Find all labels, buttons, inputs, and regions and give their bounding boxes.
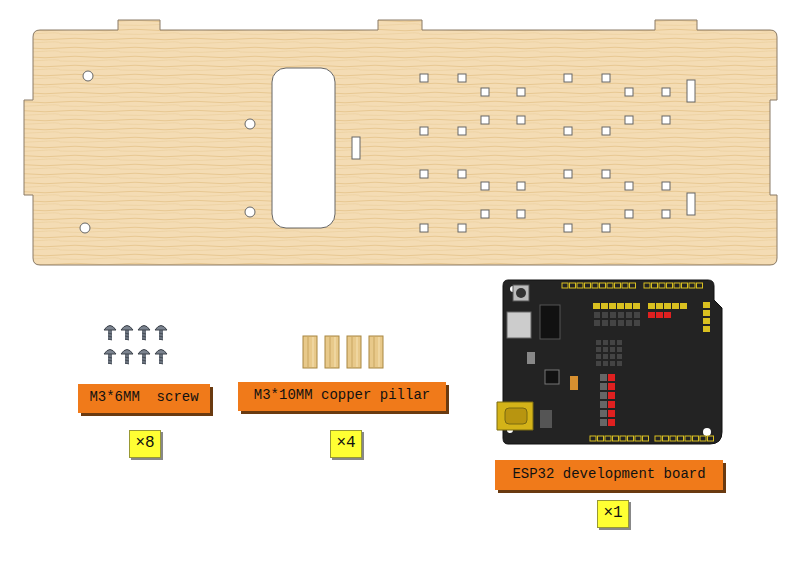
screw [138,326,150,341]
label-text: M3*10MM copper pillar [254,388,430,403]
square-hole [602,74,610,82]
square-hole [458,127,466,135]
square-hole [517,182,525,190]
square-hole [564,224,572,232]
square-hole [602,127,610,135]
quantity-badge: ×8 [129,430,161,458]
copper-pillar [303,336,317,368]
square-hole [625,182,633,190]
square-hole [420,224,428,232]
square-hole [517,116,525,124]
square-hole [481,182,489,190]
square-holes [420,74,670,232]
square-hole [602,170,610,178]
square-hole [481,88,489,96]
square-hole [458,74,466,82]
part-label: M3*6MM screw [78,384,210,413]
screw [121,350,133,365]
square-hole [625,210,633,218]
square-hole [564,170,572,178]
square-hole [625,116,633,124]
label-text: ×4 [336,435,355,453]
quantity-badge: ×1 [597,500,629,528]
copper-pillar [325,336,339,368]
screw [138,350,150,365]
label-text: ×8 [135,435,154,453]
square-hole [481,210,489,218]
copper-pillar [369,336,383,368]
square-hole [458,170,466,178]
screw [121,326,133,341]
screw [104,350,116,365]
label-text: M3*6MM screw [89,390,198,405]
square-hole [481,116,489,124]
part-label: ESP32 development board [495,460,723,490]
square-hole [517,210,525,218]
square-hole [602,224,610,232]
square-hole [662,88,670,96]
label-text: ESP32 development board [512,467,705,482]
square-hole [420,127,428,135]
square-hole [564,127,572,135]
square-hole [662,116,670,124]
esp32-board [497,280,722,444]
square-hole [662,182,670,190]
square-hole [564,74,572,82]
copper-pillar [347,336,361,368]
part-label: M3*10MM copper pillar [238,382,446,411]
square-hole [662,210,670,218]
square-hole [420,170,428,178]
label-text: ×1 [603,505,622,523]
square-hole [420,74,428,82]
quantity-badge: ×4 [330,430,362,458]
screw [155,326,167,341]
wooden-plate [24,20,777,265]
screw [155,350,167,365]
plate-holes [80,68,695,233]
square-hole [517,88,525,96]
square-hole [625,88,633,96]
square-hole [458,224,466,232]
pillar-icons [303,336,383,368]
screw [104,326,116,341]
screw-icons [104,326,167,365]
